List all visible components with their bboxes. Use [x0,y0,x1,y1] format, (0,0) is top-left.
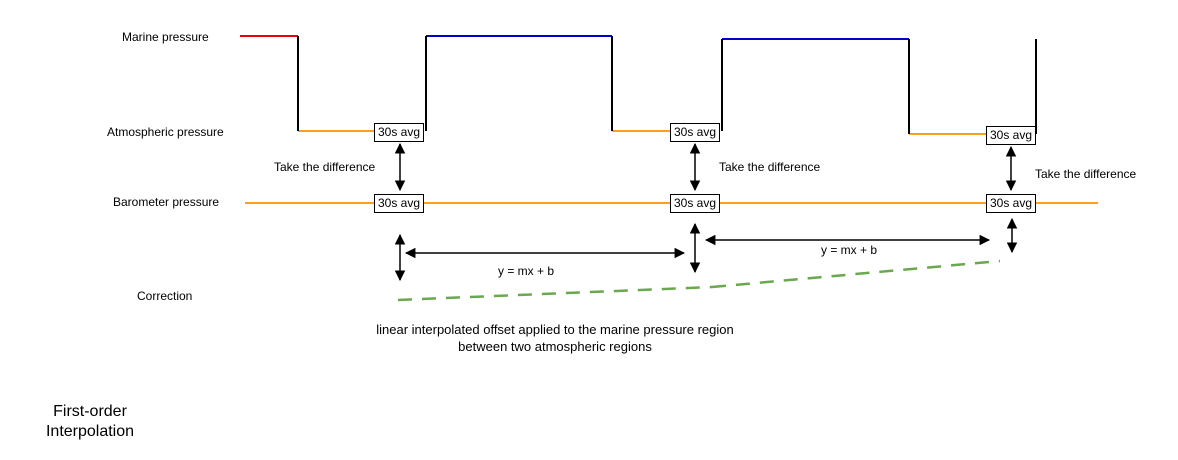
caption-line-1: linear interpolated offset applied to th… [376,322,734,337]
barometer-avg-box-3: 30s avg [986,194,1036,213]
correction-label: Correction [137,289,193,303]
correction-line-1 [397,285,713,302]
caption-line-2: between two atmospheric regions [458,339,652,354]
difference-label-3: Take the difference [1035,167,1137,181]
barometer-avg-box-2: 30s avg [670,194,720,213]
atmospheric-avg-box-2: 30s avg [670,123,720,142]
marine-pressure-label: Marine pressure [122,30,209,44]
diagram-caption: linear interpolated offset applied to th… [330,321,780,355]
difference-label-2: Take the difference [719,160,821,174]
atmospheric-pressure-label: Atmospheric pressure [107,125,224,139]
title-line-1: First-order [53,403,127,420]
atmospheric-avg-box-1: 30s avg [374,123,424,142]
equation-label-1: y = mx + b [498,264,555,278]
difference-label-1: Take the difference [274,160,376,174]
equation-label-2: y = mx + b [821,243,878,257]
barometer-avg-box-1: 30s avg [374,194,424,213]
barometer-pressure-label: Barometer pressure [113,195,220,209]
atmospheric-avg-box-3: 30s avg [986,126,1036,145]
correction-line-2 [711,259,1001,289]
diagram-title: First-order Interpolation [30,402,150,442]
title-line-2: Interpolation [45,423,135,440]
